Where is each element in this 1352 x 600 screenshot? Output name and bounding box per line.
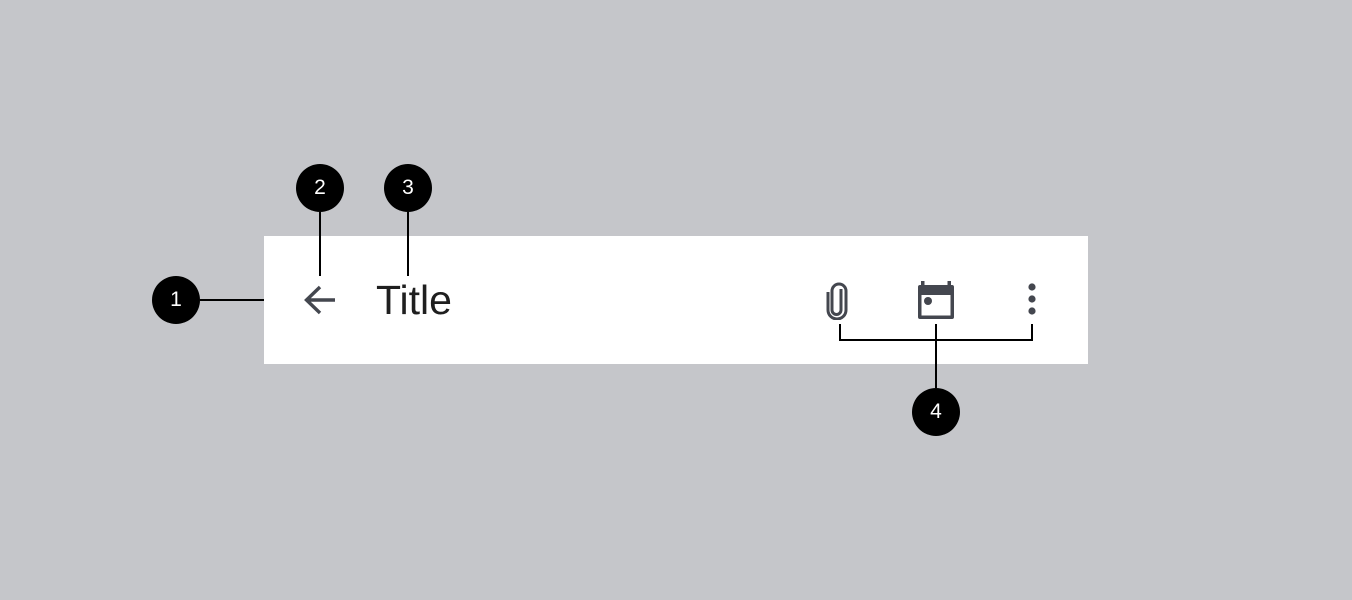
attachment-icon	[826, 282, 848, 321]
callout-badge-3: 3	[384, 164, 432, 212]
more-options-button[interactable]	[1012, 280, 1052, 320]
page-title: Title	[376, 277, 452, 323]
attach-button[interactable]	[818, 280, 858, 321]
callout-badge-2: 2	[296, 164, 344, 212]
calendar-icon	[918, 281, 954, 319]
callout-badge-1: 1	[152, 276, 200, 324]
callout-badge-4: 4	[912, 388, 960, 436]
arrow-back-icon	[304, 285, 335, 315]
back-button[interactable]	[300, 280, 340, 320]
more-vertical-icon	[1028, 283, 1036, 315]
calendar-button[interactable]	[916, 280, 956, 320]
